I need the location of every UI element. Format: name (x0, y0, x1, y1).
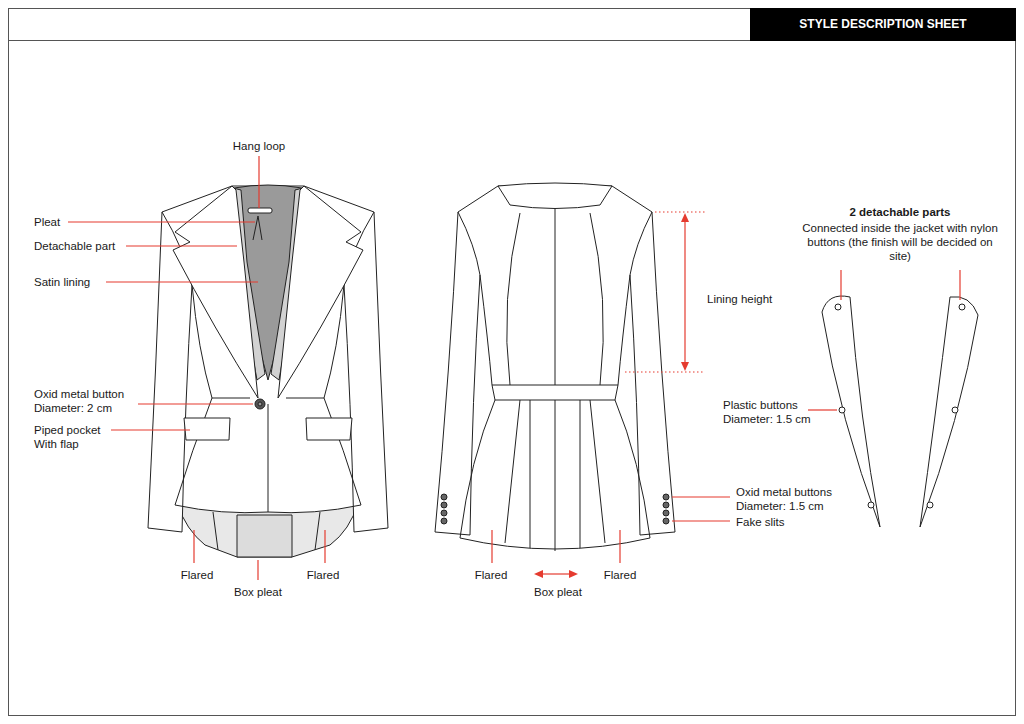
part-label: Plastic buttons Diameter: 1.5 cm (723, 398, 823, 426)
part-label: Piped pocket With flap (34, 423, 119, 451)
back-jacket (435, 183, 675, 551)
part-label: Fake slits (736, 515, 785, 529)
dimension-label: Lining height (707, 292, 772, 306)
arrowheads (534, 213, 689, 578)
detachable-parts (822, 296, 978, 527)
page-frame (9, 9, 1016, 716)
part-label: Flared (475, 568, 508, 582)
part-label: Flared (181, 568, 214, 582)
part-label: Pleat (34, 215, 60, 229)
part-label: Hang loop (233, 139, 285, 153)
sheet-title: STYLE DESCRIPTION SHEET (799, 17, 966, 32)
header-band (750, 8, 1016, 41)
part-label: Flared (307, 568, 340, 582)
part-label: Flared (604, 568, 637, 582)
note-text: Connected inside the jacket with nylon b… (800, 221, 1000, 263)
part-label: Oxid metal button Diameter: 2 cm (34, 387, 142, 415)
header-rule (8, 40, 750, 41)
section-heading: 2 detachable parts (850, 205, 951, 219)
leader-lines (68, 156, 960, 580)
part-label: Box pleat (534, 585, 582, 599)
front-jacket (148, 185, 388, 557)
part-label: Detachable part (34, 239, 115, 253)
part-label: Satin lining (34, 275, 90, 289)
part-label: Oxid metal buttons Diameter: 1.5 cm (736, 485, 854, 513)
part-label: Box pleat (234, 585, 282, 599)
